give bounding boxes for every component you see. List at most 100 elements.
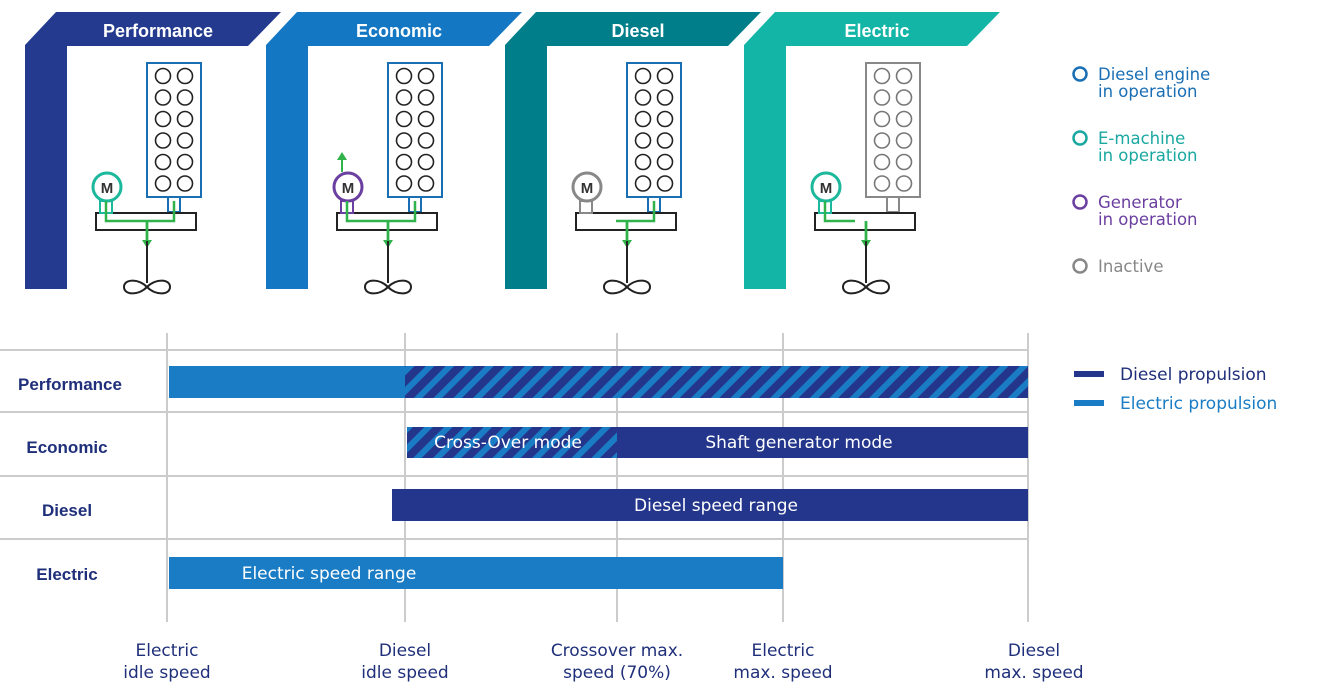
crossover-mode-bar — [407, 427, 617, 458]
cylinder-icon — [895, 110, 913, 128]
cylinder-icon — [873, 89, 891, 106]
row-label-electric: Electric — [36, 565, 97, 584]
cylinder-icon — [656, 89, 674, 106]
cylinder-icon — [656, 175, 674, 192]
diesel-range-label: Diesel speed range — [634, 496, 798, 516]
diesel-range-bar — [392, 489, 1028, 521]
engine-block-icon — [626, 62, 682, 198]
cylinder-icon — [154, 67, 172, 85]
motor-label: M — [101, 180, 114, 197]
propeller-icon — [122, 279, 172, 295]
power-flow-line — [345, 201, 417, 223]
speed-point-sublabel: max. speed — [984, 663, 1083, 682]
cylinder-icon — [895, 89, 913, 106]
cylinder-icon — [395, 153, 413, 171]
cylinder-icon — [154, 110, 172, 128]
propeller-icon — [363, 279, 413, 295]
mode-title-performance: Performance — [103, 21, 213, 41]
cylinder-icon — [895, 132, 913, 149]
cylinder-icon — [176, 89, 194, 106]
mode-header-bracket — [25, 12, 281, 289]
cylinder-icon — [873, 153, 891, 171]
shaft-generator-label: Shaft generator mode — [705, 433, 892, 453]
legend-status-icon — [1072, 258, 1088, 274]
cylinder-icon — [417, 89, 435, 106]
mode-header-bracket — [505, 12, 761, 289]
legend-item-sublabel: in operation — [1098, 146, 1198, 165]
crossover-mode-label: Cross-Over mode — [434, 433, 582, 453]
row-label-performance: Performance — [18, 375, 122, 394]
cylinder-icon — [634, 153, 652, 171]
cylinder-icon — [634, 89, 652, 106]
cylinder-icon — [873, 67, 891, 85]
electric-propulsion-label: Electric propulsion — [1120, 394, 1277, 414]
mode-title-diesel: Diesel — [611, 21, 664, 41]
speed-point-sublabel: idle speed — [123, 663, 210, 682]
speed-point-label: Electric — [136, 641, 199, 661]
motor-label: M — [342, 180, 355, 197]
cylinder-icon — [656, 153, 674, 171]
cylinder-icon — [176, 153, 194, 171]
cylinder-icon — [634, 110, 652, 128]
cylinder-icon — [417, 67, 435, 85]
legend-status-icon — [1072, 66, 1088, 82]
electric-range-label: Electric speed range — [242, 564, 417, 584]
legend-item-sublabel: in operation — [1098, 210, 1198, 229]
power-flow-line — [823, 201, 855, 223]
speed-axis-labels: Electric idle speed Diesel idle speed Crosso… — [123, 641, 1083, 682]
cylinder-icon — [873, 110, 891, 128]
engine-coupling-icon — [886, 196, 900, 213]
cylinder-icon — [176, 110, 194, 128]
cylinder-icon — [154, 132, 172, 149]
motor-label: M — [581, 180, 594, 197]
speed-point-label: Diesel — [1008, 641, 1060, 661]
diesel-propulsion-label: Diesel propulsion — [1120, 365, 1267, 385]
mode-header-bracket — [266, 12, 522, 289]
speed-point-label: Crossover max. — [551, 641, 683, 661]
mode-header-bracket — [744, 12, 1000, 289]
cylinder-icon — [395, 67, 413, 85]
performance-electric-bar — [169, 366, 405, 398]
cylinder-icon — [417, 110, 435, 128]
electric-propulsion-swatch — [1074, 400, 1104, 406]
propeller-icon — [841, 279, 891, 295]
speed-point-sublabel: max. speed — [733, 663, 832, 682]
cylinder-icon — [154, 175, 172, 192]
cylinder-icon — [895, 67, 913, 85]
power-flow-line — [616, 201, 656, 223]
shaft-generator-bar — [617, 427, 1028, 458]
performance-hybrid-bar — [405, 366, 1028, 398]
propeller-icon — [602, 279, 652, 295]
cylinder-icon — [634, 132, 652, 149]
cylinder-icon — [895, 175, 913, 192]
legend-item-label: Diesel engine — [1098, 65, 1210, 84]
cylinder-icon — [634, 175, 652, 192]
cylinder-icon — [873, 175, 891, 192]
cylinder-icon — [417, 132, 435, 149]
electric-range-bar — [169, 557, 783, 589]
cylinder-icon — [656, 67, 674, 85]
legend-status-icon — [1072, 130, 1088, 146]
legend-item-label: E-machine — [1098, 129, 1185, 148]
mode-title-electric: Electric — [844, 21, 909, 41]
engine-block-icon — [865, 62, 921, 198]
motor-coupling-icon — [579, 200, 593, 214]
speed-point-label: Electric — [752, 641, 815, 661]
cylinder-icon — [895, 153, 913, 171]
row-label-diesel: Diesel — [42, 501, 92, 520]
legend-item-sublabel: in operation — [1098, 82, 1198, 101]
cylinder-icon — [417, 153, 435, 171]
speed-point-sublabel: idle speed — [361, 663, 448, 682]
engine-block-icon — [387, 62, 443, 198]
cylinder-icon — [395, 110, 413, 128]
row-label-economic: Economic — [26, 438, 107, 457]
cylinder-icon — [395, 89, 413, 106]
cylinder-icon — [656, 110, 674, 128]
arrow-head-icon — [337, 152, 347, 160]
mode-title-economic: Economic — [356, 21, 442, 41]
speed-range-chart: Performance Economic Diesel Electric Cro… — [0, 333, 1084, 682]
